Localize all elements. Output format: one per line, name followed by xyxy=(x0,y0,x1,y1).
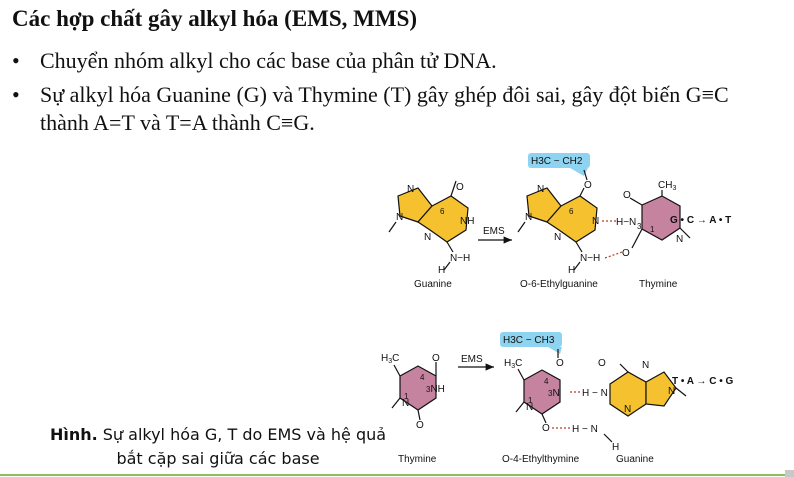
svg-text:4: 4 xyxy=(544,377,549,386)
ems-reagent-bottom: EMS xyxy=(461,354,483,365)
svg-text:1: 1 xyxy=(528,396,533,405)
thymine-label-bottom: Thymine xyxy=(398,454,437,465)
ethylthymine-label: O-4-Ethylthymine xyxy=(502,454,580,465)
footer-divider xyxy=(0,474,794,476)
svg-text:N: N xyxy=(554,232,561,243)
bullet-text-2: Sự alkyl hóa Guanine (G) và Thymine (T) … xyxy=(40,82,729,135)
ethyl-label-bottom: H3C − CH3 xyxy=(503,335,555,346)
mutation-result-bottom: T • A → C • G xyxy=(672,376,733,387)
ems-arrow-bottom: EMS xyxy=(458,354,494,371)
svg-text:3: 3 xyxy=(637,222,642,231)
ems-arrow-top: EMS xyxy=(478,226,512,244)
svg-text:O: O xyxy=(542,423,550,434)
svg-text:N: N xyxy=(526,402,533,413)
svg-text:H: H xyxy=(438,265,445,276)
svg-text:CH3: CH3 xyxy=(658,180,676,192)
svg-text:N−H: N−H xyxy=(450,253,470,264)
guanine-structure-bottom: O N N N Guanine xyxy=(598,358,687,465)
guanine-structure-top: O N N NH N 6 N−H H Guanine xyxy=(388,180,474,290)
ems-reagent-top: EMS xyxy=(483,226,505,237)
svg-text:N: N xyxy=(592,216,599,227)
guanine-label-top: Guanine xyxy=(414,279,452,290)
thymine-label-top: Thymine xyxy=(639,279,678,290)
corner-shadow xyxy=(785,470,794,477)
svg-text:H3C: H3C xyxy=(504,358,522,370)
svg-text:O: O xyxy=(623,190,631,201)
guanine-label-bottom: Guanine xyxy=(616,454,654,465)
ethyl-group-bottom: H3C − CH3 xyxy=(500,332,562,358)
svg-text:4: 4 xyxy=(420,373,425,382)
svg-text:H3C: H3C xyxy=(381,353,399,365)
svg-text:N: N xyxy=(624,404,631,415)
bullet-item-2: • Sự alkyl hóa Guanine (G) và Thymine (T… xyxy=(12,81,782,137)
svg-text:H − N: H − N xyxy=(572,424,598,435)
svg-text:6: 6 xyxy=(569,207,574,216)
svg-text:1: 1 xyxy=(404,392,409,401)
svg-text:O: O xyxy=(598,358,606,369)
ethyl-label-top: H3C − CH2 xyxy=(531,156,583,167)
svg-text:N: N xyxy=(402,398,409,409)
svg-text:H: H xyxy=(612,442,619,453)
mutation-result-top: G • C → A • T xyxy=(670,215,731,226)
svg-text:H−N: H−N xyxy=(616,217,636,228)
svg-text:O: O xyxy=(416,420,424,431)
slide-title: Các hợp chất gây alkyl hóa (EMS, MMS) xyxy=(12,6,418,31)
svg-text:H − N: H − N xyxy=(582,388,608,399)
caption-label: Hình. xyxy=(49,425,98,444)
svg-text:3N: 3N xyxy=(548,388,560,399)
ethylguanine-structure: O N N N N 6 N−H H O-6-Ethylguanine xyxy=(517,180,600,290)
svg-text:O: O xyxy=(622,248,630,259)
svg-text:N: N xyxy=(525,212,532,223)
figure-caption: Hình. Sự alkyl hóa G, T do EMS và hệ quả… xyxy=(48,423,388,471)
bullet-text-1: Chuyển nhóm alkyl cho các base của phân … xyxy=(40,48,497,73)
svg-text:1: 1 xyxy=(650,225,655,234)
bullet-dot: • xyxy=(12,82,20,107)
thymine-structure-top: CH3 O N 1 Thymine xyxy=(623,180,691,290)
thymine-structure-bottom: H3C O 4 3NH 1 N O Thymine xyxy=(381,353,445,465)
svg-text:3NH: 3NH xyxy=(426,384,445,395)
svg-text:O: O xyxy=(456,182,464,193)
svg-text:N: N xyxy=(642,360,649,371)
svg-text:N: N xyxy=(407,184,414,195)
bullet-dot: • xyxy=(12,48,20,73)
ethylthymine-structure: H3C O 4 3N 1 N O O-4-Ethylthymine xyxy=(502,358,580,465)
svg-text:6: 6 xyxy=(440,207,445,216)
svg-text:H: H xyxy=(568,265,575,276)
svg-text:N: N xyxy=(668,386,675,397)
svg-text:N: N xyxy=(676,234,683,245)
ethylguanine-label: O-6-Ethylguanine xyxy=(520,279,598,290)
caption-text: Sự alkyl hóa G, T do EMS và hệ quả bắt c… xyxy=(97,425,387,468)
svg-text:N: N xyxy=(537,184,544,195)
svg-text:O: O xyxy=(432,353,440,364)
svg-text:N−H: N−H xyxy=(580,253,600,264)
svg-text:O: O xyxy=(556,358,564,369)
svg-text:N: N xyxy=(396,212,403,223)
bullet-list: • Chuyển nhóm alkyl cho các base của phâ… xyxy=(12,47,782,143)
svg-text:N: N xyxy=(424,232,431,243)
svg-text:O: O xyxy=(584,180,592,191)
ethyl-group-top: H3C − CH2 xyxy=(528,153,590,181)
bullet-item-1: • Chuyển nhóm alkyl cho các base của phâ… xyxy=(12,47,782,75)
svg-text:NH: NH xyxy=(460,216,474,227)
